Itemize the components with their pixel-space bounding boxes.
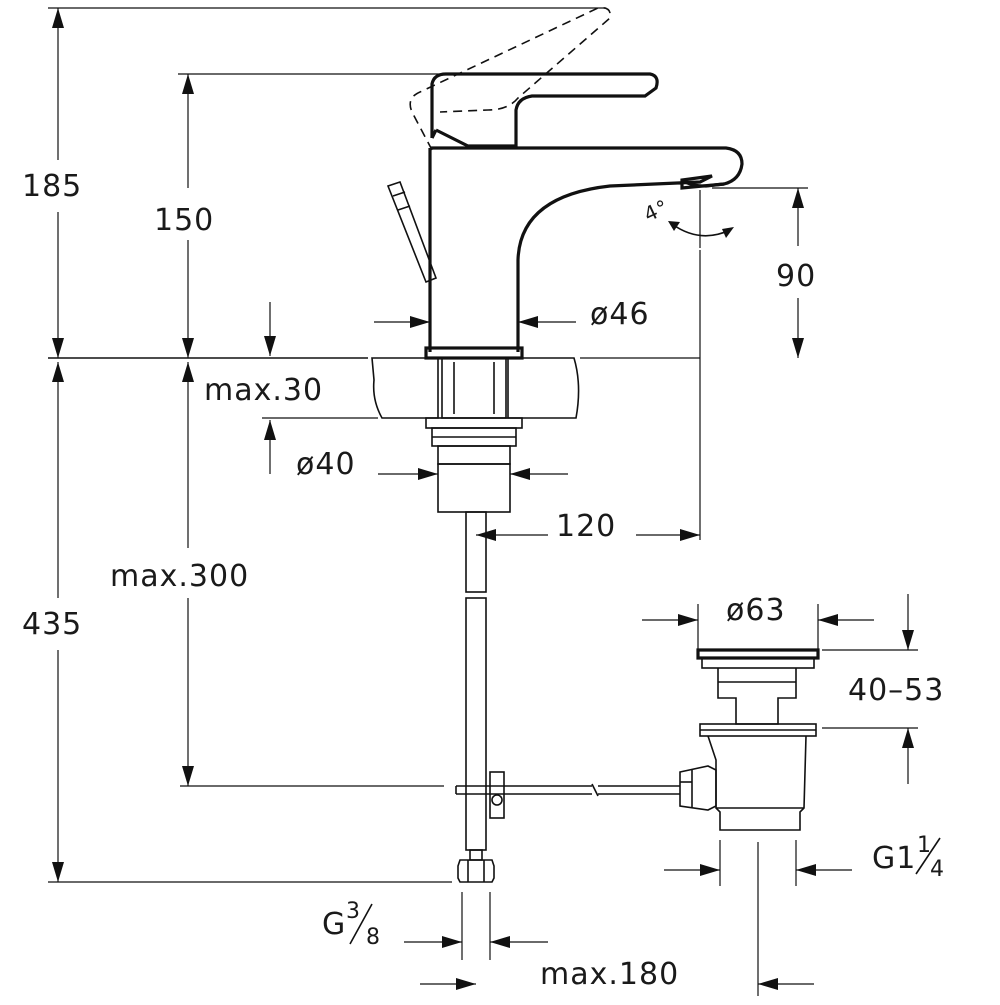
dim-185-label: 185: [22, 169, 82, 204]
dim-46-label: ø46: [590, 297, 650, 332]
base-ring: [424, 346, 524, 360]
dim-40-label: ø40: [296, 447, 356, 482]
dim-435: [48, 362, 452, 883]
dim-150-label: 150: [154, 203, 214, 238]
dim-g38-label: G: [322, 907, 346, 942]
lever-open-outline: [409, 6, 612, 151]
dim-63: [642, 604, 874, 650]
dim-max180: [420, 842, 814, 996]
supply-hose: [457, 511, 495, 883]
countertop-section: [48, 357, 700, 419]
dim-g114-label: G1: [872, 841, 916, 876]
dim-max30: [262, 302, 378, 474]
dim-40: [378, 468, 568, 480]
dim-90-label: 90: [776, 259, 816, 294]
dim-g38-fraction: 3 8: [346, 899, 381, 950]
dim-90: [712, 187, 808, 358]
dim-46: [374, 316, 576, 328]
dim-40-53-label: 40–53: [848, 673, 944, 708]
faucet-body: 4°: [386, 6, 744, 360]
lever-closed: [430, 72, 659, 148]
dim-max30-label: max.30: [204, 373, 323, 408]
swivel-angle-label: 4°: [640, 194, 673, 226]
dim-g114-denominator: 4: [930, 857, 945, 882]
dim-63-label: ø63: [726, 593, 786, 628]
dim-435-label: 435: [22, 607, 82, 642]
dim-max300-label: max.300: [110, 559, 249, 594]
popup-rod: [386, 180, 438, 284]
dim-120-label: 120: [556, 509, 616, 544]
dim-120: [476, 250, 701, 541]
dim-max180-label: max.180: [540, 957, 679, 992]
dim-g114: [664, 840, 852, 886]
dim-g38-numerator: 3: [346, 899, 361, 924]
spout: [430, 146, 744, 352]
dim-g114-fraction: 1 4: [915, 833, 945, 882]
waste-assembly: [679, 648, 820, 831]
dim-max300: [180, 362, 444, 787]
dim-185: [48, 7, 606, 358]
dim-g114-numerator: 1: [917, 833, 932, 858]
dim-g38: [404, 892, 548, 960]
dim-150: [178, 73, 440, 358]
dim-40-53: [822, 594, 918, 784]
popup-linkage: [455, 771, 680, 819]
dim-g38-denominator: 8: [366, 925, 381, 950]
shank-assembly: [425, 357, 523, 513]
